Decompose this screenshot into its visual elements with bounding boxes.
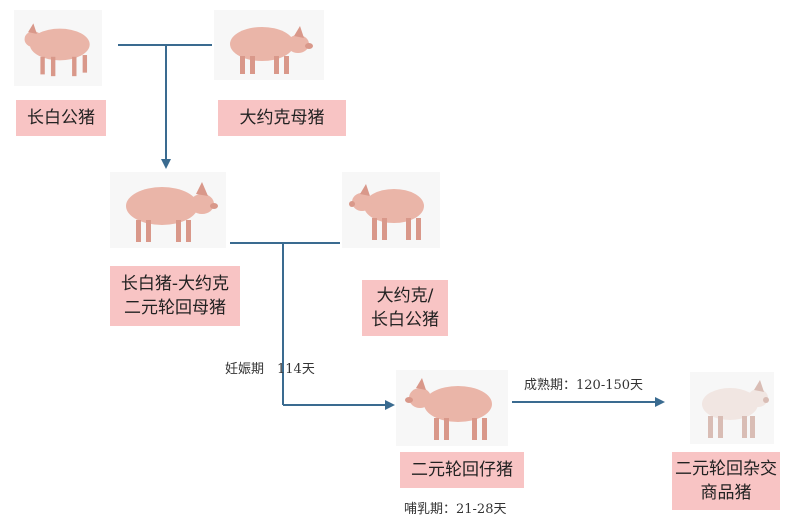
yorkshire-sow-image	[214, 10, 324, 80]
landrace-boar-label: 长白公猪	[16, 100, 106, 136]
pig-photo-icon	[126, 182, 218, 242]
yl-boar-image	[342, 172, 440, 248]
pig-photo-icon	[702, 380, 769, 438]
commercial-pig-image	[690, 372, 774, 444]
finishing-note: 成熟期：120-150天	[524, 378, 644, 393]
landrace-boar-image	[14, 10, 102, 86]
pig-photo-icon	[24, 23, 90, 77]
pig-photo-icon	[349, 184, 424, 240]
f1-sow-image	[110, 172, 226, 248]
f1-sow-label: 长白猪-大约克 二元轮回母猪	[110, 266, 240, 326]
commercial-pig-label: 二元轮回杂交 商品猪	[672, 452, 780, 510]
lactation-note: 哺乳期：21-28天	[404, 502, 507, 517]
gestation-note: 妊娠期 114天	[225, 362, 315, 377]
pig-photo-icon	[230, 26, 313, 74]
piglet-image	[396, 370, 508, 446]
yorkshire-sow-label: 大约克母猪	[218, 100, 346, 136]
piglet-label: 二元轮回仔猪	[400, 452, 524, 488]
pig-photo-icon	[405, 378, 492, 440]
yl-boar-label: 大约克/ 长白公猪	[362, 280, 448, 336]
